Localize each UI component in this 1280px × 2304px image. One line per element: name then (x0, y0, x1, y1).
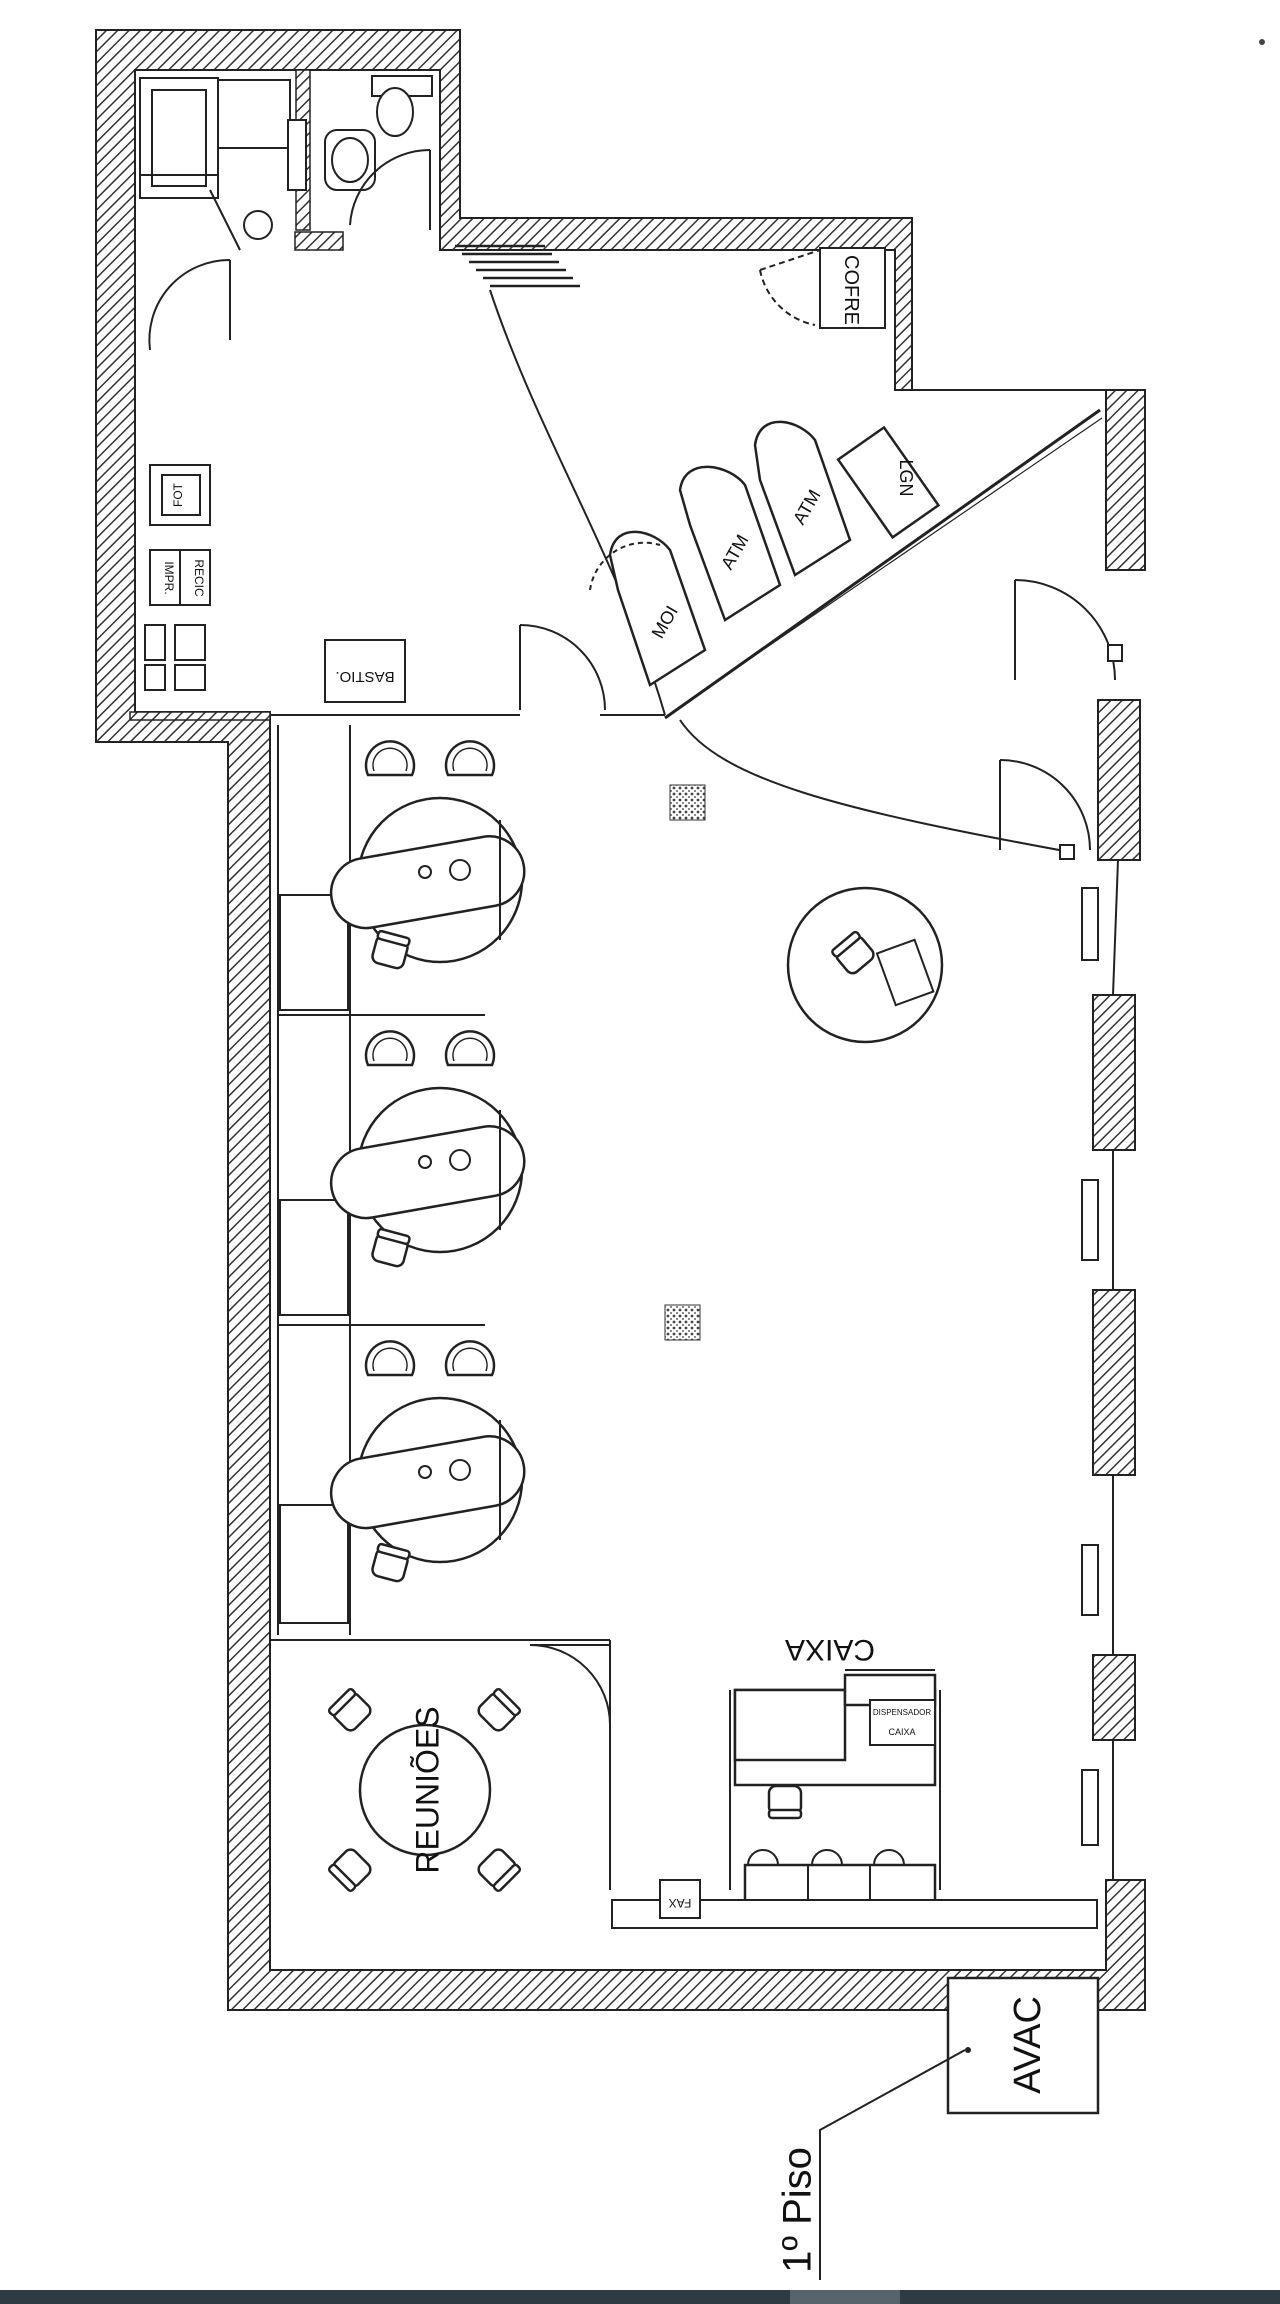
avac-unit: AVAC (819, 1976, 1100, 2280)
bottom-bar (0, 2290, 1280, 2304)
stairs (455, 244, 580, 288)
reunioes-label: REUNIÕES (409, 1706, 445, 1873)
desk-unit-1 (329, 740, 526, 971)
caixa-area: CAIXA DISPENSADOR CAIXA (729, 1633, 941, 1907)
bastio-box (324, 639, 406, 703)
wall-pier-3 (1092, 1289, 1136, 1476)
floor-marker-1 (669, 784, 706, 821)
bottom-counter: FAX (611, 1879, 1098, 1929)
fax-box (659, 1879, 701, 1919)
recic-label: RECIC (192, 559, 206, 597)
wall-pier-1 (1097, 699, 1141, 861)
office-cubicles (277, 725, 706, 1635)
atm-lobby: COFRE LGN ATM ATM MOI BASTI (144, 244, 1123, 860)
caixa-title: CAIXA (785, 1633, 875, 1666)
lgn-machine: LGN (836, 425, 941, 540)
desk-unit-2 (329, 1030, 526, 1269)
moi-machine: MOI (589, 530, 707, 687)
impr-label: IMPR. (162, 561, 176, 594)
meeting-room: REUNIÕES (270, 1639, 611, 1894)
foto-device (161, 474, 201, 516)
walls (95, 29, 1146, 2011)
fax-label: FAX (669, 1896, 692, 1910)
meeting-table (358, 1723, 492, 1857)
svg-text:FOT: FOT (171, 482, 185, 507)
bottom-bar-tab (790, 2290, 900, 2304)
wall-pier-2 (1092, 994, 1136, 1151)
caixa-desk-label-2: DISPENSADOR (873, 1708, 931, 1717)
cofre-label: COFRE (840, 255, 862, 325)
restroom-area (139, 75, 433, 351)
avac-label: AVAC (1007, 1996, 1049, 2094)
cofre-box (819, 247, 886, 329)
wall-pier-4 (1092, 1654, 1136, 1741)
round-workstation (786, 886, 944, 1044)
caixa-desk-label-1: CAIXA (888, 1727, 915, 1737)
desk-unit-3 (329, 1340, 526, 1584)
bastio-label: BASTIO. (335, 668, 394, 685)
atm-machine-1: ATM (678, 465, 782, 622)
outer-wall (95, 29, 1146, 2011)
floor-label: 1º Piso (776, 2147, 820, 2273)
atm-machine-2: ATM (753, 420, 852, 577)
floor-marker-2 (664, 1304, 701, 1341)
svg-text:LGN: LGN (896, 459, 916, 496)
